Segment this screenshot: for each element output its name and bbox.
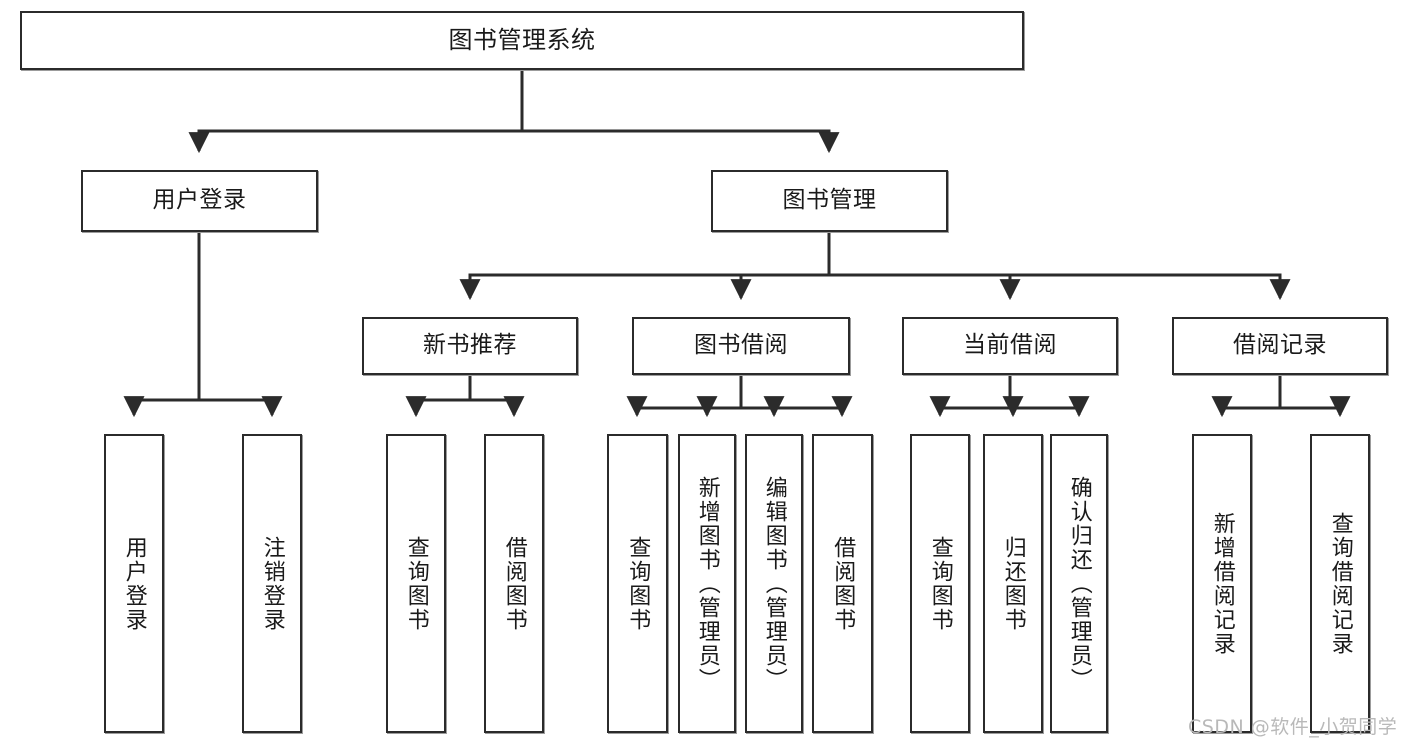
node-leaf-user-login[interactable]: 用户登录 bbox=[104, 434, 164, 733]
node-new-book-rec[interactable]: 新书推荐 bbox=[362, 317, 578, 375]
node-leaf-confirm-return[interactable]: 确认归还（管理员） bbox=[1050, 434, 1108, 733]
edge-new-book-rec-to-leaf-borrow-book-1 bbox=[470, 396, 525, 418]
node-leaf-add-record[interactable]: 新增借阅记录 bbox=[1192, 434, 1252, 733]
node-current-borrow-label: 当前借阅 bbox=[963, 332, 1057, 359]
edge-book-borrow-to-leaf-edit-book bbox=[741, 396, 785, 418]
watermark: CSDN @软件_小贺同学 bbox=[1188, 716, 1398, 738]
node-leaf-logout-label: 注销登录 bbox=[259, 535, 285, 632]
edge-book-borrow-to-leaf-borrow-book-2 bbox=[741, 396, 853, 418]
node-new-book-rec-label: 新书推荐 bbox=[423, 332, 517, 359]
edge-user-login-to-leaf-user-login bbox=[123, 232, 201, 418]
node-leaf-return-book[interactable]: 归还图书 bbox=[983, 434, 1043, 733]
node-current-borrow[interactable]: 当前借阅 bbox=[902, 317, 1118, 375]
node-leaf-edit-book[interactable]: 编辑图书（管理员） bbox=[745, 434, 803, 733]
node-leaf-return-book-label: 归还图书 bbox=[1000, 535, 1026, 632]
edge-book-mgmt-to-borrow-record bbox=[829, 273, 1291, 301]
edge-root-to-book-mgmt bbox=[522, 129, 840, 154]
edge-current-borrow-to-leaf-return-book bbox=[1002, 396, 1024, 418]
edge-root-to-user-login bbox=[188, 70, 524, 154]
node-leaf-query-record-label: 查询借阅记录 bbox=[1327, 511, 1353, 656]
edge-current-borrow-to-leaf-confirm-return bbox=[1010, 396, 1090, 418]
node-borrow-record-label: 借阅记录 bbox=[1233, 332, 1327, 359]
node-book-mgmt-label: 图书管理 bbox=[782, 187, 877, 214]
edge-book-mgmt-to-new-book-rec bbox=[459, 232, 831, 301]
node-root-label: 图书管理系统 bbox=[448, 26, 596, 55]
node-book-mgmt[interactable]: 图书管理 bbox=[711, 170, 948, 232]
node-leaf-borrow-book-1-label: 借阅图书 bbox=[501, 535, 527, 632]
node-leaf-logout[interactable]: 注销登录 bbox=[242, 434, 302, 733]
edge-book-mgmt-to-book-borrow bbox=[730, 273, 829, 301]
node-user-login[interactable]: 用户登录 bbox=[81, 170, 318, 232]
node-leaf-query-book-2-label: 查询图书 bbox=[625, 535, 651, 632]
node-leaf-edit-book-label: 编辑图书（管理员） bbox=[761, 475, 787, 692]
edge-borrow-record-to-leaf-add-record bbox=[1211, 375, 1282, 418]
edge-book-mgmt-to-current-borrow bbox=[829, 273, 1021, 301]
edge-current-borrow-to-leaf-query-book-3 bbox=[929, 375, 1012, 418]
node-borrow-record[interactable]: 借阅记录 bbox=[1172, 317, 1388, 375]
node-user-login-label: 用户登录 bbox=[152, 187, 247, 214]
node-leaf-query-record[interactable]: 查询借阅记录 bbox=[1310, 434, 1370, 733]
node-leaf-confirm-return-label: 确认归还（管理员） bbox=[1066, 475, 1092, 692]
node-book-borrow[interactable]: 图书借阅 bbox=[632, 317, 850, 375]
node-root[interactable]: 图书管理系统 bbox=[20, 11, 1024, 70]
node-leaf-user-login-label: 用户登录 bbox=[121, 535, 147, 632]
edge-book-borrow-to-leaf-query-book-2 bbox=[626, 375, 743, 418]
node-leaf-query-book-2[interactable]: 查询图书 bbox=[607, 434, 668, 733]
node-leaf-query-book-1[interactable]: 查询图书 bbox=[386, 434, 446, 733]
node-leaf-query-book-3[interactable]: 查询图书 bbox=[910, 434, 970, 733]
edge-book-borrow-to-leaf-add-book bbox=[696, 396, 741, 418]
node-leaf-add-book-label: 新增图书（管理员） bbox=[694, 475, 720, 692]
edge-borrow-record-to-leaf-query-record bbox=[1280, 396, 1351, 418]
node-leaf-borrow-book-2[interactable]: 借阅图书 bbox=[812, 434, 873, 733]
node-leaf-query-book-3-label: 查询图书 bbox=[927, 535, 953, 632]
node-leaf-borrow-book-1[interactable]: 借阅图书 bbox=[484, 434, 544, 733]
edge-user-login-to-leaf-logout bbox=[199, 396, 283, 418]
edge-new-book-rec-to-leaf-query-book-1 bbox=[405, 375, 472, 418]
node-leaf-query-book-1-label: 查询图书 bbox=[403, 535, 429, 632]
node-book-borrow-label: 图书借阅 bbox=[694, 332, 788, 359]
node-leaf-add-record-label: 新增借阅记录 bbox=[1209, 511, 1235, 656]
node-leaf-borrow-book-2-label: 借阅图书 bbox=[830, 535, 856, 632]
node-leaf-add-book[interactable]: 新增图书（管理员） bbox=[678, 434, 736, 733]
